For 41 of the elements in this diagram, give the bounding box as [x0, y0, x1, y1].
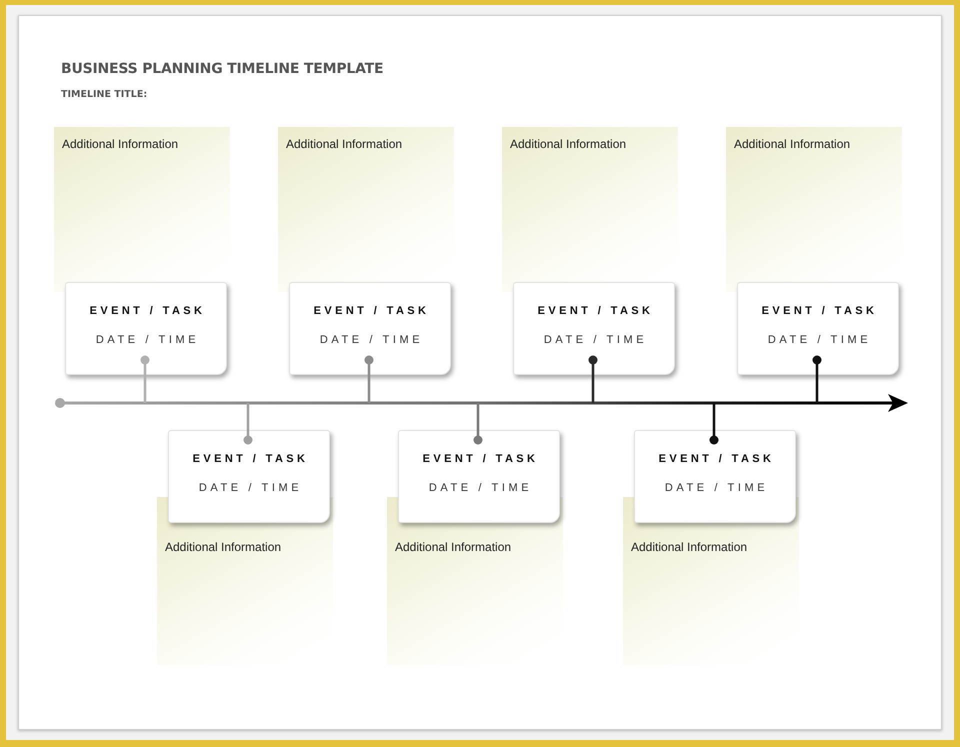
event-card: [398, 430, 560, 523]
card-heading: EVENT / TASK: [658, 453, 774, 466]
connector-stem: [244, 403, 252, 444]
info-text: Additional Information: [286, 137, 402, 151]
event-card: [289, 282, 451, 375]
event-card: [513, 282, 675, 375]
connector-stem: [364, 356, 374, 403]
card-heading: EVENT / TASK: [536, 305, 654, 318]
info-text: Additional Information: [165, 540, 282, 554]
card-subtext: DATE / TIME: [94, 334, 200, 347]
card-subtext: DATE / TIME: [428, 482, 532, 495]
info-panel: [502, 127, 678, 292]
card-subtext: DATE / TIME: [664, 482, 768, 495]
info-panel: [54, 127, 230, 292]
connector-stem: [474, 403, 482, 444]
info-text: Additional Information: [395, 540, 512, 554]
info-text: Additional Information: [734, 137, 850, 151]
connector-stem: [812, 356, 822, 403]
card-heading: EVENT / TASK: [88, 305, 206, 318]
event-card: [65, 282, 227, 375]
info-text: Additional Information: [510, 137, 626, 151]
info-panel: [726, 127, 902, 292]
card-subtext: DATE / TIME: [318, 334, 424, 347]
card-heading: EVENT / TASK: [422, 453, 538, 466]
card-subtext: DATE / TIME: [198, 482, 302, 495]
card-heading: EVENT / TASK: [760, 305, 878, 318]
connector-stem: [140, 356, 150, 403]
event-card: [737, 282, 899, 375]
card-heading: EVENT / TASK: [312, 305, 430, 318]
subtitle-label: TIMELINE TITLE:: [61, 89, 148, 100]
event-card: [168, 430, 330, 523]
card-subtext: DATE / TIME: [542, 334, 648, 347]
page-title: BUSINESS PLANNING TIMELINE TEMPLATE: [61, 61, 384, 77]
event-card: [634, 430, 796, 523]
info-panel: [278, 127, 454, 292]
info-text: Additional Information: [631, 540, 748, 554]
card-heading: EVENT / TASK: [192, 453, 308, 466]
connector-stem: [588, 356, 598, 403]
info-text: Additional Information: [62, 137, 178, 151]
connector-stem: [710, 403, 718, 444]
card-subtext: DATE / TIME: [766, 334, 872, 347]
